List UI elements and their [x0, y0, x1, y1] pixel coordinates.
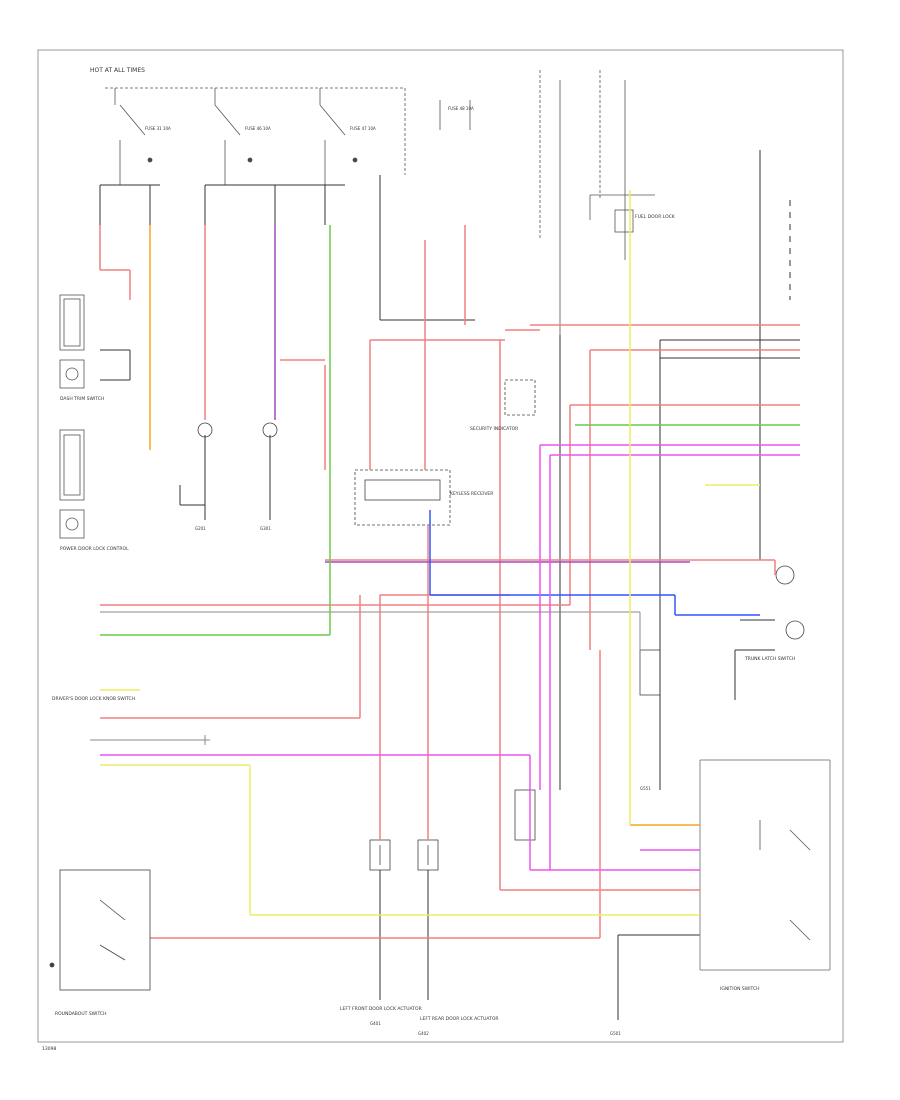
label-keyless-receiver: KEYLESS RECEIVER: [450, 491, 493, 497]
label-roundabout-switch: ROUNDABOUT SWITCH: [55, 1011, 106, 1017]
ignition-block: [759, 820, 811, 941]
label-drivers-door-lock-knob: DRIVER'S DOOR LOCK KNOB SWITCH: [52, 696, 135, 702]
actuator-symbols: [197, 379, 805, 871]
top-fuse-title: HOT AT ALL TIMES: [90, 67, 145, 74]
green-wires: [100, 225, 800, 636]
label-dash-trim-switch: DASH TRIM SWITCH: [60, 396, 104, 402]
left-connector-blocks: [59, 294, 85, 539]
label-fuel-door-lock: FUEL DOOR LOCK: [635, 214, 676, 220]
diagram-code: 13098: [42, 1046, 56, 1052]
bottom-left-switch: [49, 869, 151, 991]
label-ground-4: G402: [418, 1031, 429, 1036]
blue-wires: [429, 510, 760, 616]
label-power-door-lock-control: POWER DOOR LOCK CONTROL: [60, 546, 129, 552]
label-ground-1: G201: [195, 526, 206, 531]
label-left-front-actuator: LEFT FRONT DOOR LOCK ACTUATOR: [340, 1006, 422, 1012]
gray-wires: [90, 611, 831, 971]
label-ground-2: G301: [260, 526, 271, 531]
label-fuse-3: FUSE 47 10A: [350, 126, 376, 131]
label-fuse-2: FUSE 46 10A: [245, 126, 271, 131]
label-left-rear-actuator: LEFT REAR DOOR LOCK ACTUATOR: [420, 1016, 499, 1022]
diagram-border: [37, 49, 844, 1043]
yellow-wires: [100, 190, 760, 916]
label-ignition-switch: IGNITION SWITCH: [720, 986, 760, 992]
label-ground-6: G551: [640, 786, 651, 791]
purple-wires: [274, 225, 690, 563]
top-fuse-block: [105, 87, 471, 185]
red-wires: [99, 225, 800, 939]
right-top-fuses: [539, 70, 655, 340]
label-fuse-4: FUSE 48 10A: [448, 106, 474, 111]
label-fuse-1: FUSE 31 10A: [145, 126, 171, 131]
black-wires: [99, 150, 800, 1020]
magenta-wires: [100, 444, 800, 871]
label-security-indicator: SECURITY INDICATOR: [470, 426, 518, 432]
label-ground-5: G501: [610, 1031, 621, 1036]
orange-wires: [149, 225, 700, 826]
label-ground-3: G401: [370, 1021, 381, 1026]
label-trunk-latch-switch: TRUNK LATCH SWITCH: [744, 656, 795, 662]
